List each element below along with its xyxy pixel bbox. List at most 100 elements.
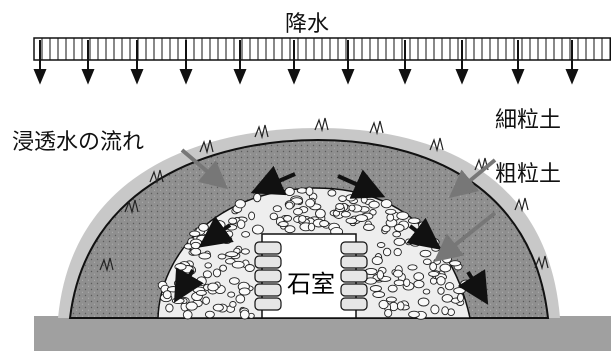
pebble: [225, 251, 239, 258]
pebble: [229, 301, 237, 308]
pebble: [185, 301, 198, 311]
pebble: [340, 211, 351, 218]
pebble: [272, 205, 282, 213]
pebble: [298, 215, 307, 223]
pebble: [345, 194, 357, 202]
pebble: [422, 288, 431, 295]
rain-arrowhead: [81, 69, 95, 85]
pebble: [393, 237, 406, 246]
pebble: [368, 200, 380, 209]
pebble: [165, 303, 174, 313]
rain-arrowhead: [233, 69, 247, 85]
pebble: [269, 212, 278, 221]
pebble: [372, 291, 386, 298]
pebble: [369, 285, 382, 292]
pebble: [227, 291, 236, 298]
pebble: [360, 195, 368, 204]
pebble: [392, 231, 402, 238]
pebble: [387, 284, 398, 293]
precipitation-title: 降水: [285, 12, 330, 37]
stone-chamber: [254, 233, 368, 319]
pebble: [386, 213, 395, 222]
ground: [34, 316, 611, 351]
rain-arrowhead: [287, 69, 301, 85]
pebble: [437, 287, 445, 295]
pebble: [441, 294, 453, 303]
pebble: [195, 289, 207, 296]
pebble: [430, 304, 440, 315]
pebble: [393, 269, 403, 278]
pebble: [239, 309, 250, 320]
pebble: [338, 195, 347, 202]
pebble: [407, 264, 418, 271]
pebble: [217, 253, 227, 260]
pebble: [407, 217, 421, 224]
pebble: [198, 252, 212, 260]
pebble: [378, 299, 389, 310]
pebble: [284, 186, 295, 197]
pebble: [444, 282, 455, 291]
pebble: [248, 211, 256, 221]
pebble: [419, 249, 432, 258]
pebble: [174, 263, 187, 271]
rain-arrowhead: [511, 69, 525, 85]
rain-arrowhead: [33, 69, 47, 85]
pebble: [429, 262, 437, 272]
pebble: [225, 230, 234, 238]
pebble: [439, 263, 452, 273]
pebble: [202, 270, 212, 279]
pebble: [428, 270, 440, 277]
infiltration-label: 浸透水の流れ: [12, 130, 145, 155]
pebble: [171, 297, 185, 305]
rain-arrowhead: [455, 69, 469, 85]
pebble: [190, 247, 202, 256]
pebble: [422, 258, 432, 266]
pebble: [436, 276, 446, 286]
pebble: [251, 224, 264, 235]
pebble: [204, 262, 212, 269]
pebble: [376, 270, 384, 280]
fine-soil-label: 細粒土: [495, 108, 562, 133]
pebble: [417, 297, 430, 307]
pebble: [219, 264, 227, 272]
rain-arrowhead: [341, 69, 355, 85]
pebble: [403, 278, 411, 287]
pebble: [285, 201, 294, 210]
rain-arrowhead: [130, 69, 144, 85]
stone-chamber-label: 石室: [287, 270, 335, 298]
pebble: [305, 198, 315, 208]
pebble: [460, 279, 473, 289]
pebble: [235, 294, 246, 304]
rain-arrowhead: [398, 69, 412, 85]
pebble: [394, 223, 405, 232]
pebble: [355, 214, 368, 222]
coarse-soil-label: 粗粒土: [495, 162, 562, 187]
rain-arrowhead: [179, 69, 193, 85]
pebble: [190, 241, 201, 250]
pebble: [212, 303, 224, 312]
pebble: [409, 239, 421, 247]
pebble: [363, 223, 375, 231]
pebble: [385, 208, 397, 215]
pebble: [253, 192, 262, 203]
pebble: [376, 242, 386, 248]
pebble: [202, 296, 210, 305]
pebble: [381, 225, 391, 233]
pebble: [408, 310, 420, 319]
rain-arrowhead: [565, 69, 579, 85]
pebble: [228, 217, 238, 225]
pebble: [162, 290, 172, 300]
pebble: [198, 223, 209, 232]
pebble: [413, 272, 425, 281]
pebble: [241, 231, 251, 238]
pebble: [196, 276, 207, 287]
pebble: [189, 230, 201, 237]
pebble: [234, 199, 246, 209]
pebble: [382, 247, 392, 257]
pebble: [182, 310, 193, 320]
pebble: [393, 248, 402, 257]
pebble: [453, 287, 466, 295]
pebble: [345, 217, 358, 224]
pebble: [385, 296, 397, 303]
pebble: [229, 277, 240, 285]
